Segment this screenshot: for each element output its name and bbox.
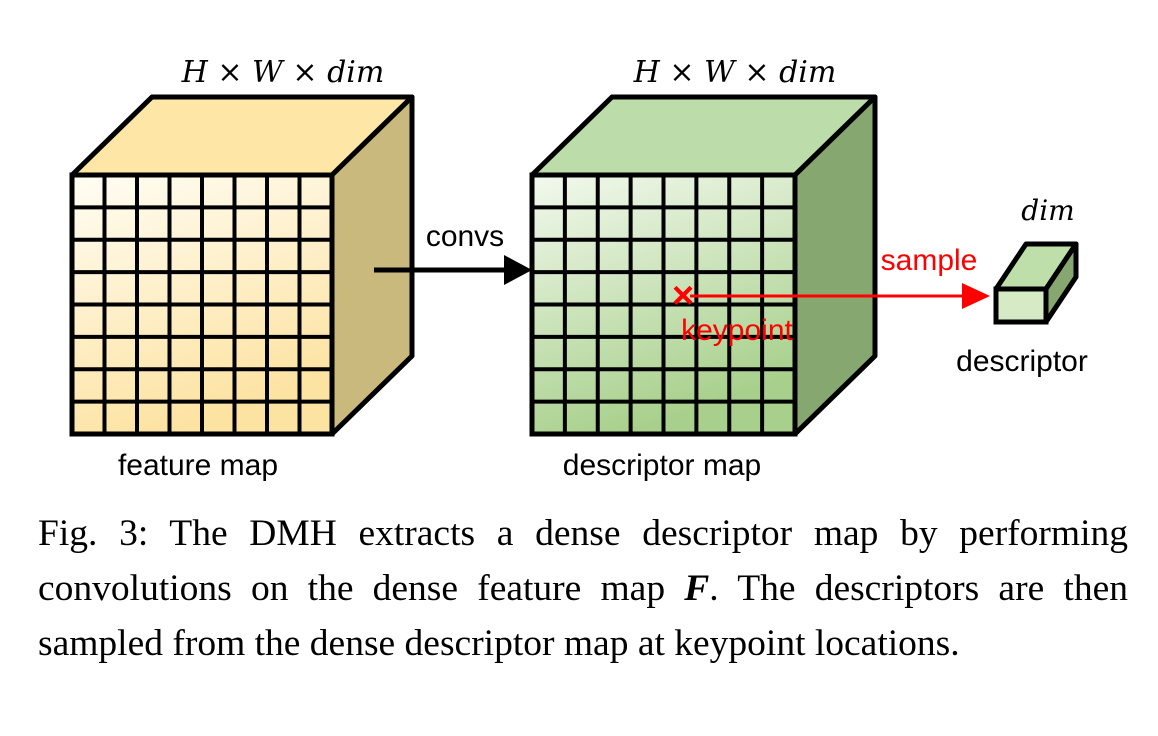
figure-caption: Fig. 3: The DMH extracts a dense descrip… [38,506,1128,671]
caption-text-prefix: Fig. 3: The DMH extracts a dense descrip… [38,513,1128,609]
feature-map-label: feature map [118,449,278,482]
descriptor-map-grid [532,175,795,434]
feature-map-grid [72,175,332,434]
feature-map-dims-label: H × W × dim [181,55,385,90]
descriptor-cuboid [993,241,1079,325]
descriptor-map-cube [529,94,878,437]
dmh-diagram: H × W × dim H × W × dim feature map desc… [69,55,1088,482]
convs-label: convs [426,220,504,253]
descriptor-dims-label: dim [1021,194,1074,227]
descriptor-map-dims-label: H × W × dim [633,55,837,90]
sample-label: sample [881,244,978,277]
feature-map-cube [69,94,415,437]
caption-text-suffix: . The descriptors are then sampled from … [38,568,1128,664]
convs-arrowhead [504,255,532,285]
keypoint-label: keypoint [681,314,793,347]
sample-arrowhead [962,283,990,309]
caption-symbol-f: F [684,568,710,609]
descriptor-front-face [993,286,1049,325]
keypoint-marker: × [672,275,694,317]
descriptor-label: descriptor [956,345,1088,378]
descriptor-map-label: descriptor map [563,449,761,482]
